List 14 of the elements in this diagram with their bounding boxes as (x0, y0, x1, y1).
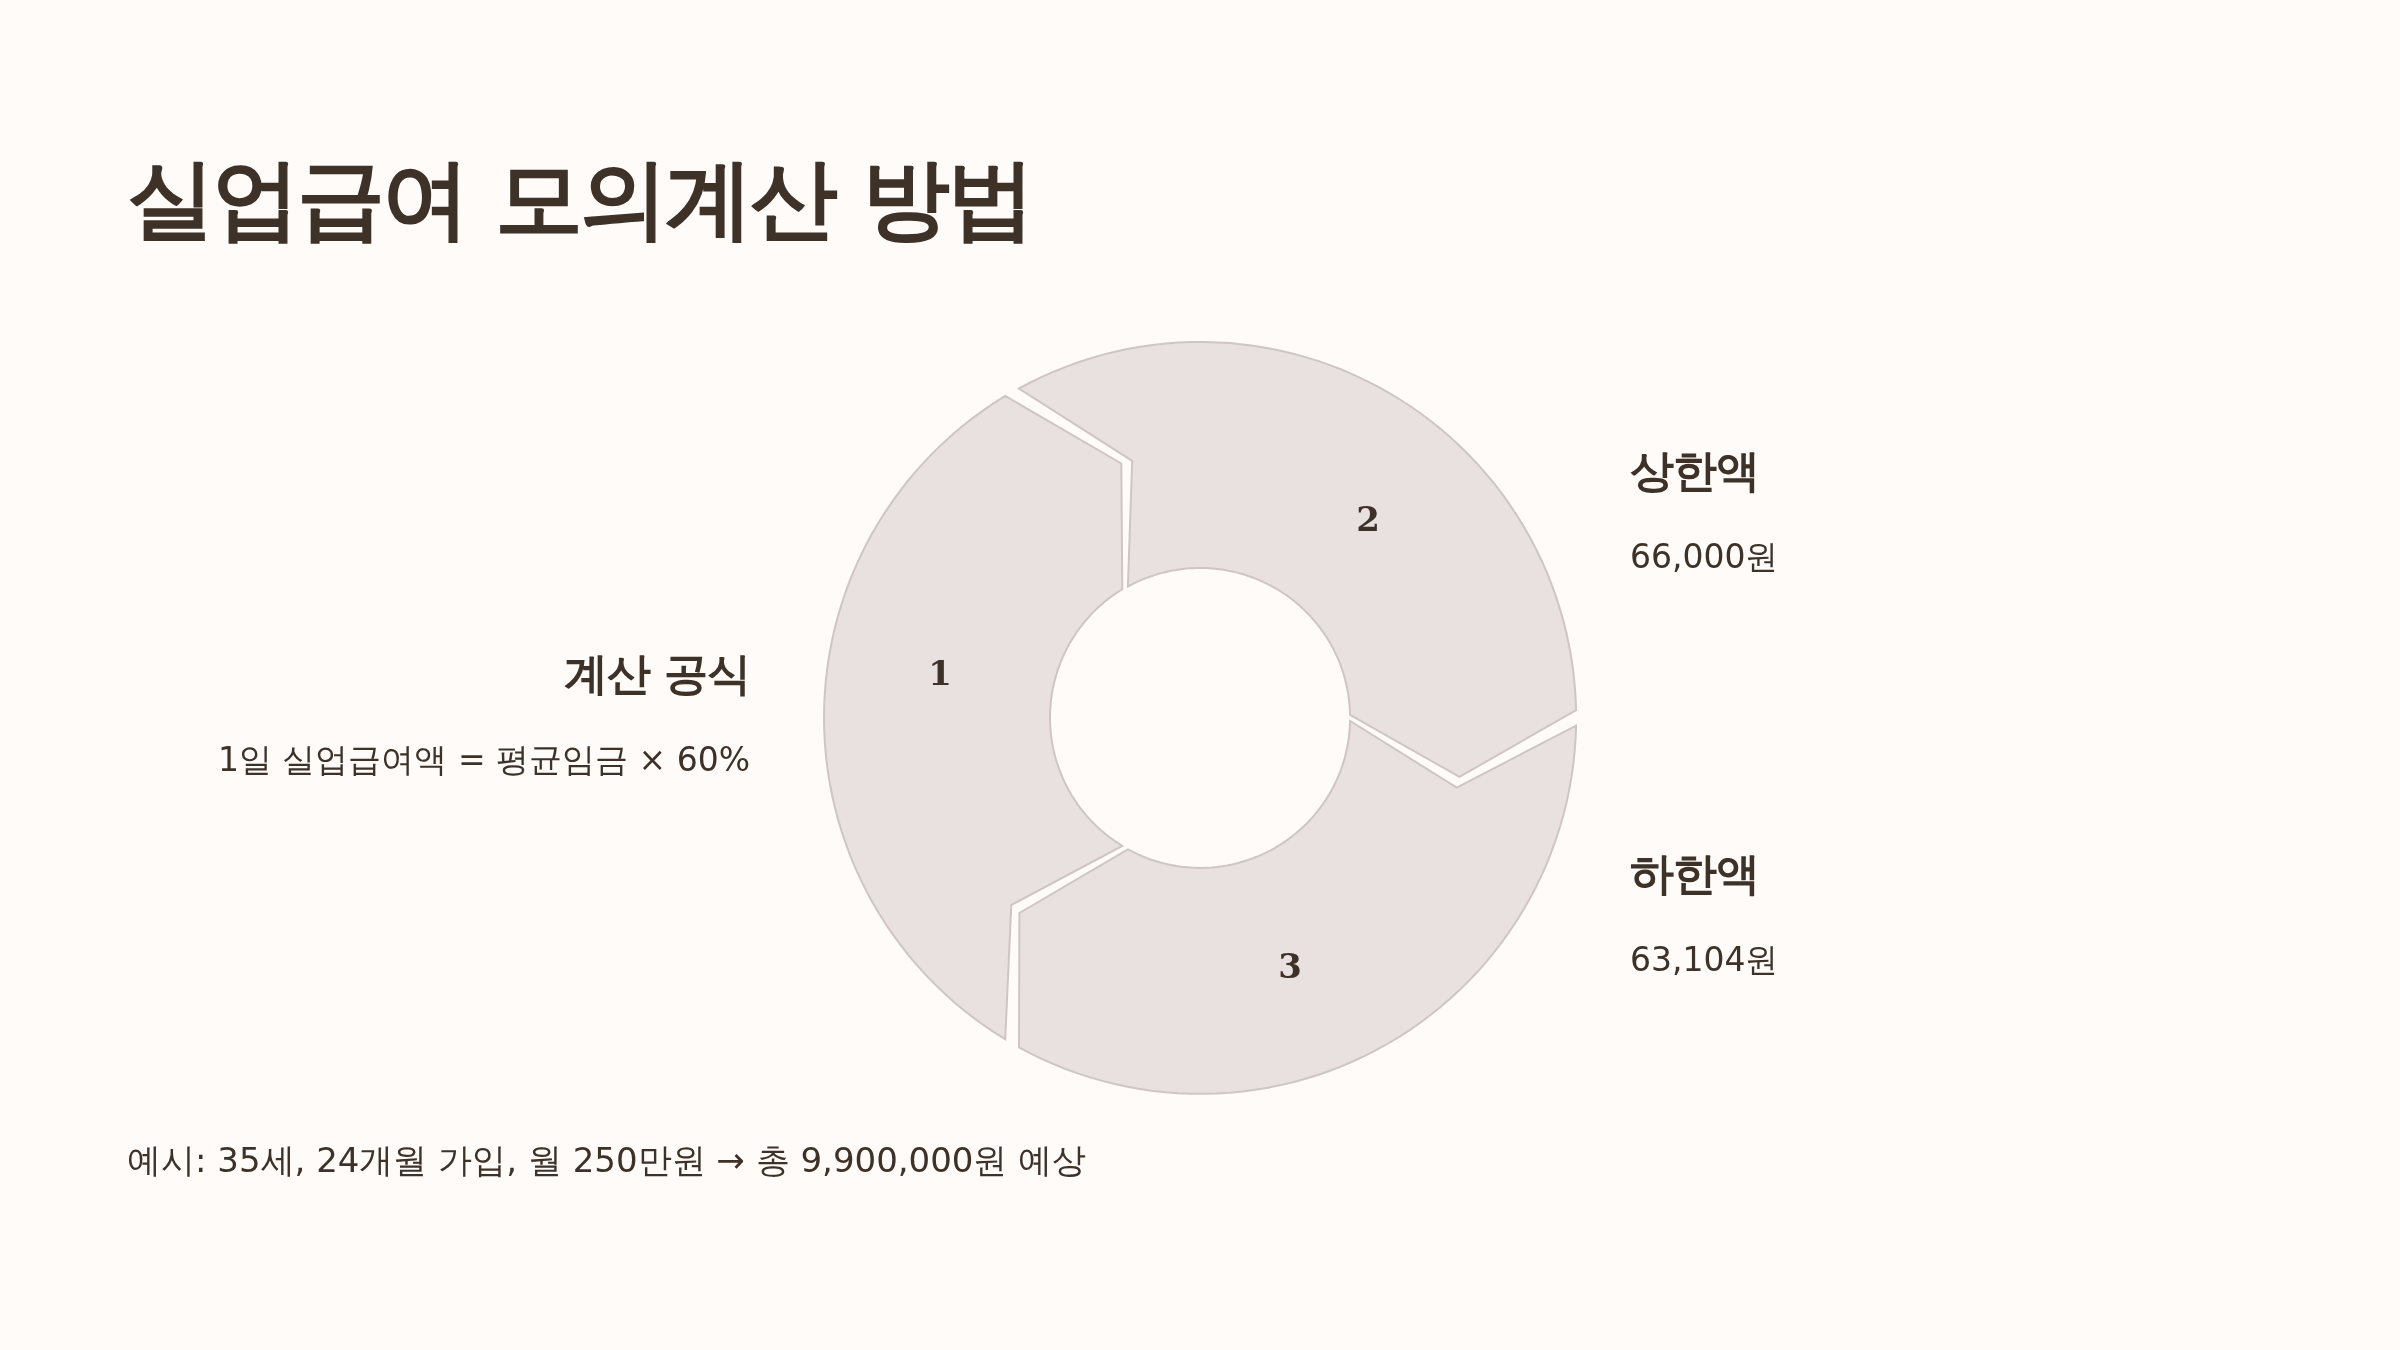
step-number: 3 (1278, 946, 1302, 986)
step-description: 1일 실업급여액 = 평균임금 × 60% (217, 739, 750, 781)
step-number: 2 (1356, 499, 1380, 539)
title: 실업급여 모의계산 방법 (127, 146, 1033, 252)
step-number: 1 (928, 653, 952, 693)
arrow-segment (1018, 342, 1576, 777)
arrow-segment (824, 396, 1123, 1040)
step-heading: 계산 공식 (563, 647, 750, 701)
step-description: 63,104원 (1630, 939, 1779, 981)
example-note: 예시: 35세, 24개월 가입, 월 250만원 → 총 9,900,000원 예상 (127, 1139, 1087, 1182)
arrow-segment (1018, 721, 1576, 1094)
step-heading: 상한액 (1630, 444, 1759, 498)
step-heading: 하한액 (1630, 847, 1759, 901)
step-description: 66,000원 (1630, 536, 1779, 578)
